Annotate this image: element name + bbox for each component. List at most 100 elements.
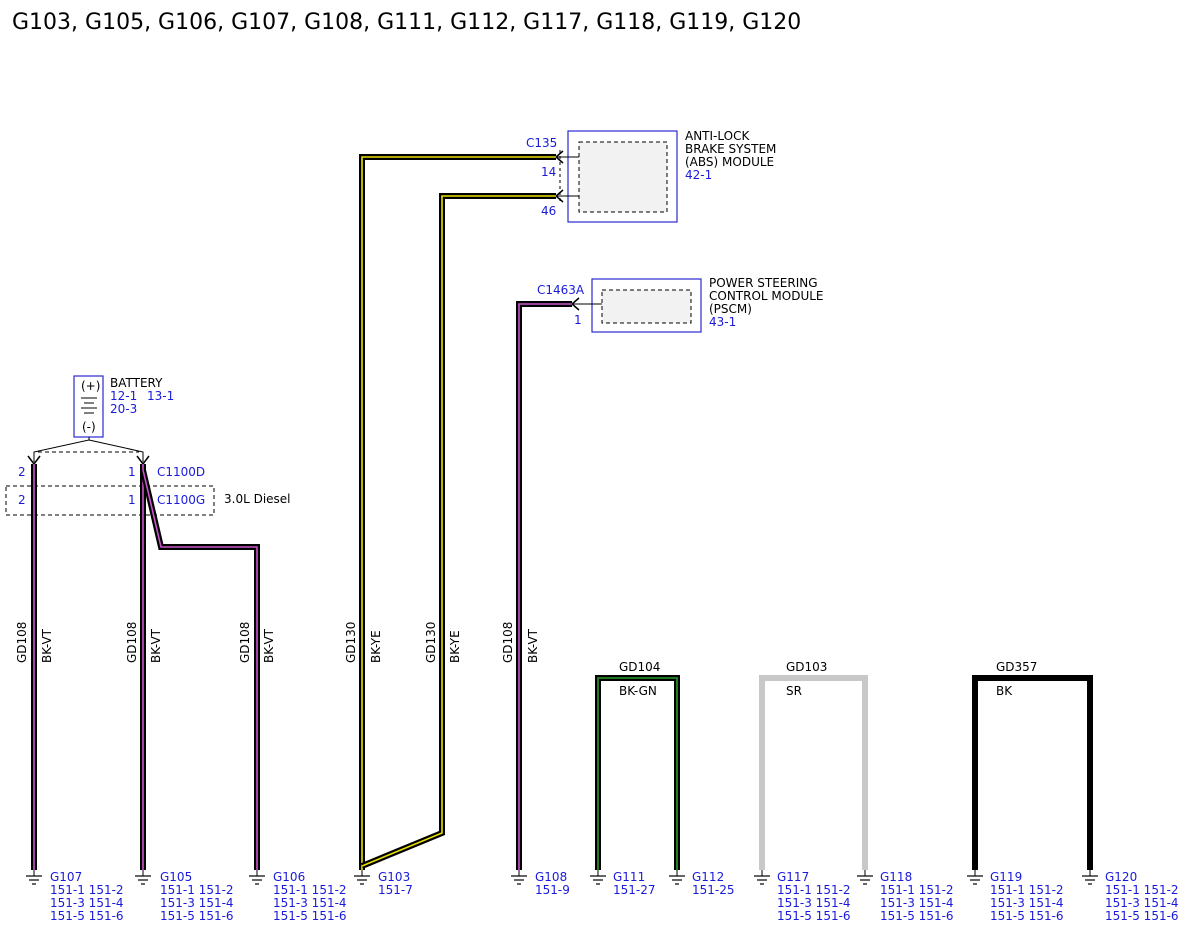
ground-g120-ref-3: 151-5 151-6 (1105, 909, 1179, 923)
ground-g119-ref-2: 151-3 151-4 (990, 896, 1064, 910)
ground-icon (1082, 875, 1098, 885)
ground-g119-name[interactable]: G119 (990, 870, 1022, 884)
ground-g106-ref-2: 151-3 151-4 (273, 896, 347, 910)
ground-icon (669, 875, 685, 885)
ground-icon (135, 875, 151, 885)
ground-g105-name[interactable]: G105 (160, 870, 192, 884)
abs-module[interactable] (567, 130, 678, 223)
battery-ref-2: 13-1 (147, 389, 174, 403)
ground-g108-name[interactable]: G108 (535, 870, 567, 884)
ground-g117-ref-1: 151-1 151-2 (777, 883, 851, 897)
battery-minus: (-) (82, 420, 96, 434)
wire-gd103[interactable] (759, 675, 868, 870)
ground-g105-ref-2: 151-3 151-4 (160, 896, 234, 910)
abs-name-1: ANTI-LOCK (685, 129, 750, 143)
c1100d-label: C1100D (157, 465, 205, 479)
abs-name-2: BRAKE SYSTEM (685, 142, 776, 156)
abs-pin-14-label: 14 (541, 165, 556, 179)
ground-g118-ref-1: 151-1 151-2 (880, 883, 954, 897)
ground-g111-name[interactable]: G111 (613, 870, 645, 884)
ground-g119-ref-3: 151-5 151-6 (990, 909, 1064, 923)
pscm-connector-label: C1463A (537, 283, 585, 297)
abs-name-3: (ABS) MODULE (685, 155, 774, 169)
label-bkvt-3: BK-VT (262, 628, 276, 663)
battery-feed-lines (33, 437, 144, 462)
ground-g107-ref-2: 151-3 151-4 (50, 896, 124, 910)
battery-symbol[interactable] (73, 375, 104, 438)
wire-gd104[interactable] (595, 675, 680, 870)
label-bkvt-1: BK-VT (40, 628, 54, 663)
ground-g105-ref-3: 151-5 151-6 (160, 909, 234, 923)
ground-g112-ref-1: 151-25 (692, 883, 735, 897)
ground-g117-ref-3: 151-5 151-6 (777, 909, 851, 923)
label-gd130-1: GD130 (344, 622, 358, 663)
wire-g103-pin14[interactable] (359, 154, 556, 870)
pscm-module[interactable] (591, 278, 702, 333)
ground-g107-ref-3: 151-5 151-6 (50, 909, 124, 923)
ground-g111-ref-1: 151-27 (613, 883, 656, 897)
abs-ref: 42-1 (685, 168, 712, 182)
ground-g120-ref-2: 151-3 151-4 (1105, 896, 1179, 910)
ground-g118-name[interactable]: G118 (880, 870, 912, 884)
label-gd130-2: GD130 (424, 622, 438, 663)
ground-g106-name[interactable]: G106 (273, 870, 305, 884)
wire-g103-pin46[interactable] (360, 193, 556, 869)
battery-plus: (+) (81, 379, 100, 393)
label-gd108-3: GD108 (238, 622, 252, 663)
label-bk: BK (996, 684, 1013, 698)
ground-g103-ref-1: 151-7 (378, 883, 413, 897)
wire-g106[interactable] (140, 469, 260, 870)
ground-g107-name[interactable]: G107 (50, 870, 82, 884)
ground-g108-ref-1: 151-9 (535, 883, 570, 897)
c1100g-label: C1100G (157, 493, 205, 507)
ground-icon (354, 875, 370, 885)
ground-stubs (33, 870, 1091, 876)
abs-pin-46-label: 46 (541, 204, 556, 218)
ground-g118-ref-3: 151-5 151-6 (880, 909, 954, 923)
ground-g117-name[interactable]: G117 (777, 870, 809, 884)
diesel-label: 3.0L Diesel (224, 492, 291, 506)
ground-icon (511, 875, 527, 885)
ground-g107-ref-1: 151-1 151-2 (50, 883, 124, 897)
ground-icon (26, 875, 42, 885)
pscm-ref: 43-1 (709, 315, 736, 329)
c1100d-pin1-label: 1 (128, 465, 136, 479)
ground-g106-ref-1: 151-1 151-2 (273, 883, 347, 897)
ground-g118-ref-2: 151-3 151-4 (880, 896, 954, 910)
label-gd357: GD357 (996, 660, 1037, 674)
label-sr: SR (786, 684, 802, 698)
label-gd108-4: GD108 (501, 622, 515, 663)
ground-icon (249, 875, 265, 885)
battery-label: BATTERY (110, 376, 163, 390)
ground-g119-ref-1: 151-1 151-2 (990, 883, 1064, 897)
ground-g120-name[interactable]: G120 (1105, 870, 1137, 884)
c1100g-pin1-label: 1 (128, 493, 136, 507)
ground-g105-ref-1: 151-1 151-2 (160, 883, 234, 897)
ground-g117-ref-2: 151-3 151-4 (777, 896, 851, 910)
label-bkvt-4: BK-VT (526, 628, 540, 663)
label-bkgn: BK-GN (619, 684, 657, 698)
ground-icon (857, 875, 873, 885)
c1100d-pin2-label: 2 (18, 465, 26, 479)
pscm-name-3: (PSCM) (709, 302, 752, 316)
label-gd108-2: GD108 (125, 622, 139, 663)
label-gd103: GD103 (786, 660, 827, 674)
c1100g-pin2-label: 2 (18, 493, 26, 507)
battery-ref-3: 20-3 (110, 402, 137, 416)
wire-g108[interactable] (516, 301, 572, 870)
ground-icon (754, 875, 770, 885)
label-bkye-1: BK-YE (369, 630, 383, 663)
pscm-pin-label: 1 (574, 313, 582, 327)
label-bkvt-2: BK-VT (149, 628, 163, 663)
ground-icon (590, 875, 606, 885)
label-bkye-2: BK-YE (448, 630, 462, 663)
ground-g106-ref-3: 151-5 151-6 (273, 909, 347, 923)
pscm-name-1: POWER STEERING (709, 276, 818, 290)
battery-ref-1: 12-1 (110, 389, 137, 403)
ground-g112-name[interactable]: G112 (692, 870, 724, 884)
wire-gd357[interactable] (972, 675, 1093, 870)
page-title: G103, G105, G106, G107, G108, G111, G112… (12, 10, 801, 35)
ground-g103-name[interactable]: G103 (378, 870, 410, 884)
ground-icon (967, 875, 983, 885)
